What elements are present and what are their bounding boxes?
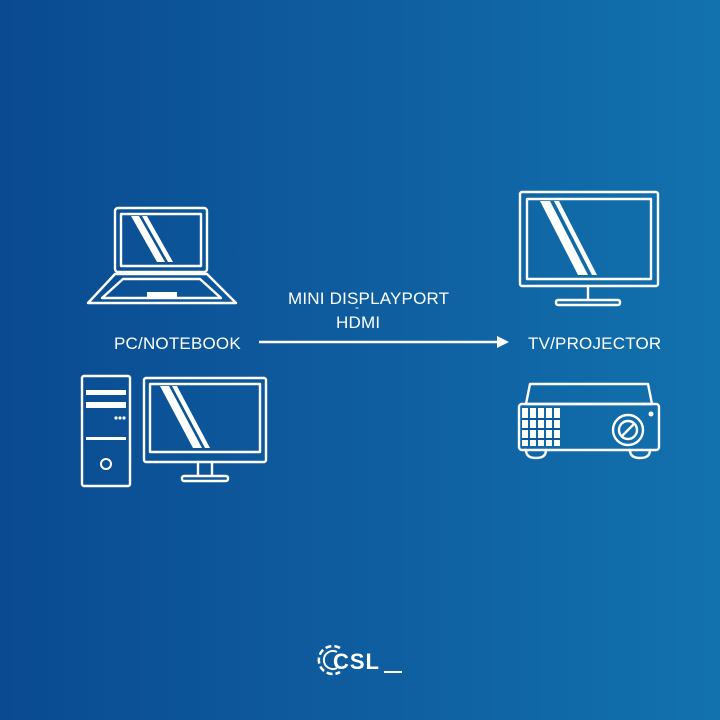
source-label: PC/NOTEBOOK xyxy=(114,334,241,353)
pc-monitor-icon xyxy=(142,376,268,483)
connection-separator: - xyxy=(355,300,360,314)
connection-line1: MINI DISPLAYPORT xyxy=(288,289,450,308)
logo-mark-icon xyxy=(317,644,341,676)
brand-logo: CSL xyxy=(317,642,404,678)
laptop-icon xyxy=(86,206,238,305)
projector-icon xyxy=(517,382,661,460)
logo-underline xyxy=(384,671,402,673)
target-label: TV/PROJECTOR xyxy=(528,334,662,353)
pc-tower-icon xyxy=(80,374,132,488)
arrow-right-icon xyxy=(259,336,509,348)
tv-icon xyxy=(518,190,660,307)
connection-line2: HDMI xyxy=(336,313,381,332)
logo-text: CSL xyxy=(333,649,380,674)
